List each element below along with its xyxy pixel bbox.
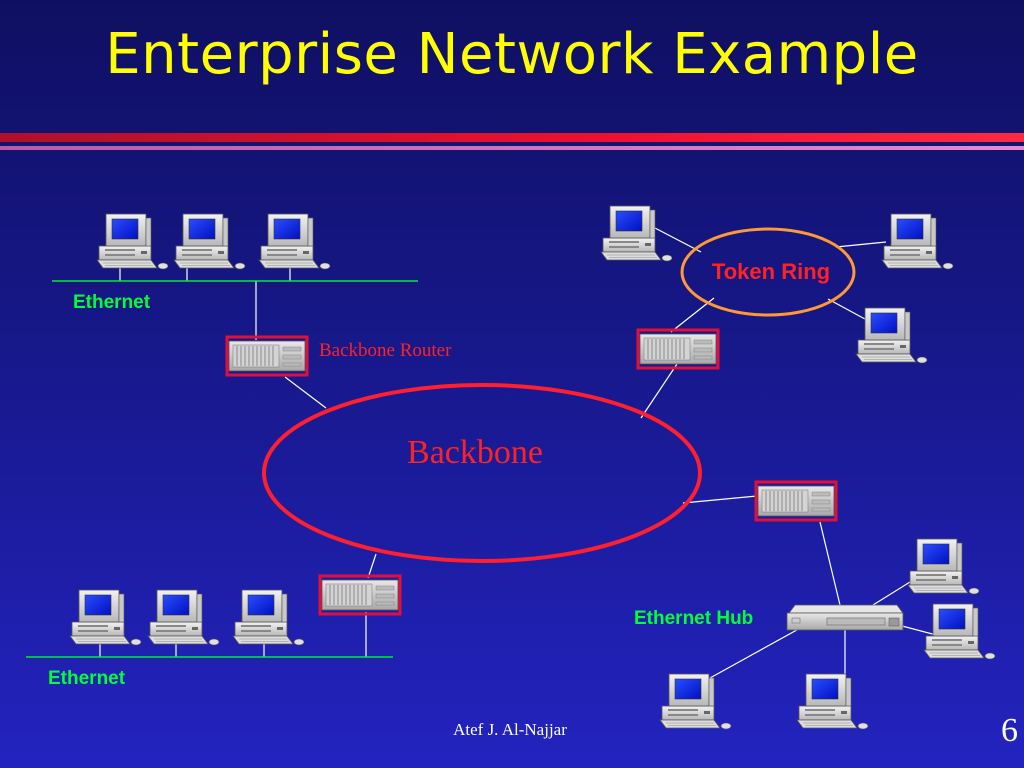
slide-title: Enterprise Network Example [105, 22, 919, 87]
ethernet-hub-label: Ethernet Hub [634, 608, 753, 629]
page-number: 6 [1001, 712, 1018, 749]
computer-icon [600, 205, 673, 262]
ethernet-label-bottom: Ethernet [48, 668, 126, 689]
router-icon [636, 328, 720, 370]
computer-icon [796, 673, 869, 730]
token-ring-label: Token Ring [712, 259, 830, 284]
router-icon [318, 574, 402, 616]
computer-icon [923, 603, 996, 660]
footer-author: Atef J. Al-Najjar [453, 720, 567, 739]
ethernet-hub-icon [786, 604, 904, 631]
computer-icon [659, 673, 732, 730]
computer-icon [69, 589, 142, 646]
computer-icon [258, 213, 331, 270]
router-icon [754, 480, 838, 522]
computer-icon [173, 213, 246, 270]
computer-icon [232, 589, 305, 646]
backbone-router-icon [225, 335, 309, 377]
computer-icon [96, 213, 169, 270]
computer-icon [907, 538, 980, 595]
title-divider-top [0, 133, 1024, 142]
computer-icon [147, 589, 220, 646]
title-divider-bottom [0, 146, 1024, 150]
backbone-label: Backbone [407, 434, 543, 471]
computer-icon [855, 307, 928, 364]
backbone-ring [262, 383, 702, 563]
token-ring [680, 227, 856, 317]
connection-lines [99, 227, 941, 679]
computer-icon [881, 213, 954, 270]
backbone-router-label: Backbone Router [319, 340, 452, 361]
ethernet-label-top: Ethernet [73, 292, 151, 313]
